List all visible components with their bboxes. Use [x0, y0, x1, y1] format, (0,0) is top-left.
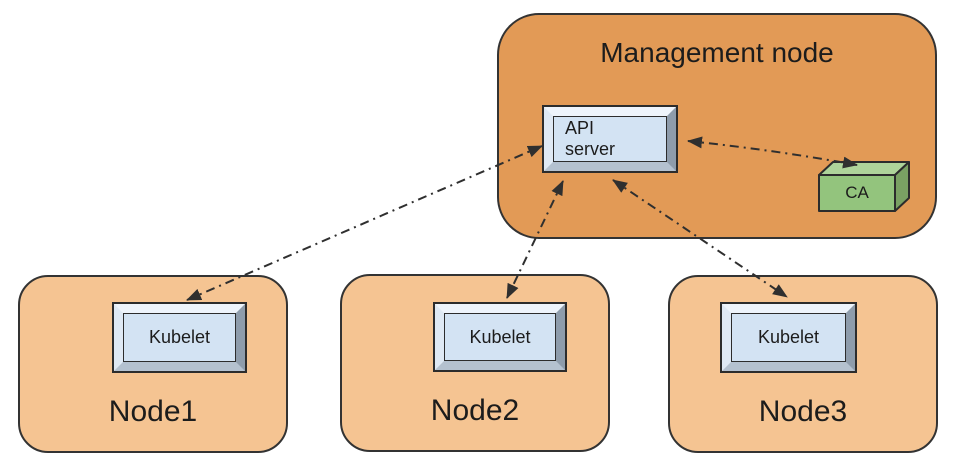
node2-label: Node2: [430, 394, 520, 427]
api-server-bevel: API server: [544, 107, 676, 171]
node3-label: Node3: [758, 395, 848, 428]
kubelet-node3-box: Kubelet: [720, 302, 857, 373]
ca-label: CA: [845, 183, 869, 202]
kubelet-node2-bevel: Kubelet: [435, 304, 565, 370]
node1-label: Node1: [108, 395, 198, 428]
kubelet-node1-bevel: Kubelet: [114, 304, 245, 371]
kubelet-node1-box: Kubelet: [112, 302, 247, 373]
api-server-label: API server: [565, 118, 616, 159]
kubelet-node3-bevel: Kubelet: [722, 304, 855, 371]
management-node-label: Management node: [600, 37, 834, 68]
api-server-box: API server: [542, 105, 678, 173]
kubelet-node2-label: Kubelet: [469, 326, 531, 347]
kubelet-node3-label: Kubelet: [757, 327, 820, 348]
kubelet-node2-box: Kubelet: [433, 302, 567, 372]
kubelet-node1-label: Kubelet: [148, 327, 211, 348]
